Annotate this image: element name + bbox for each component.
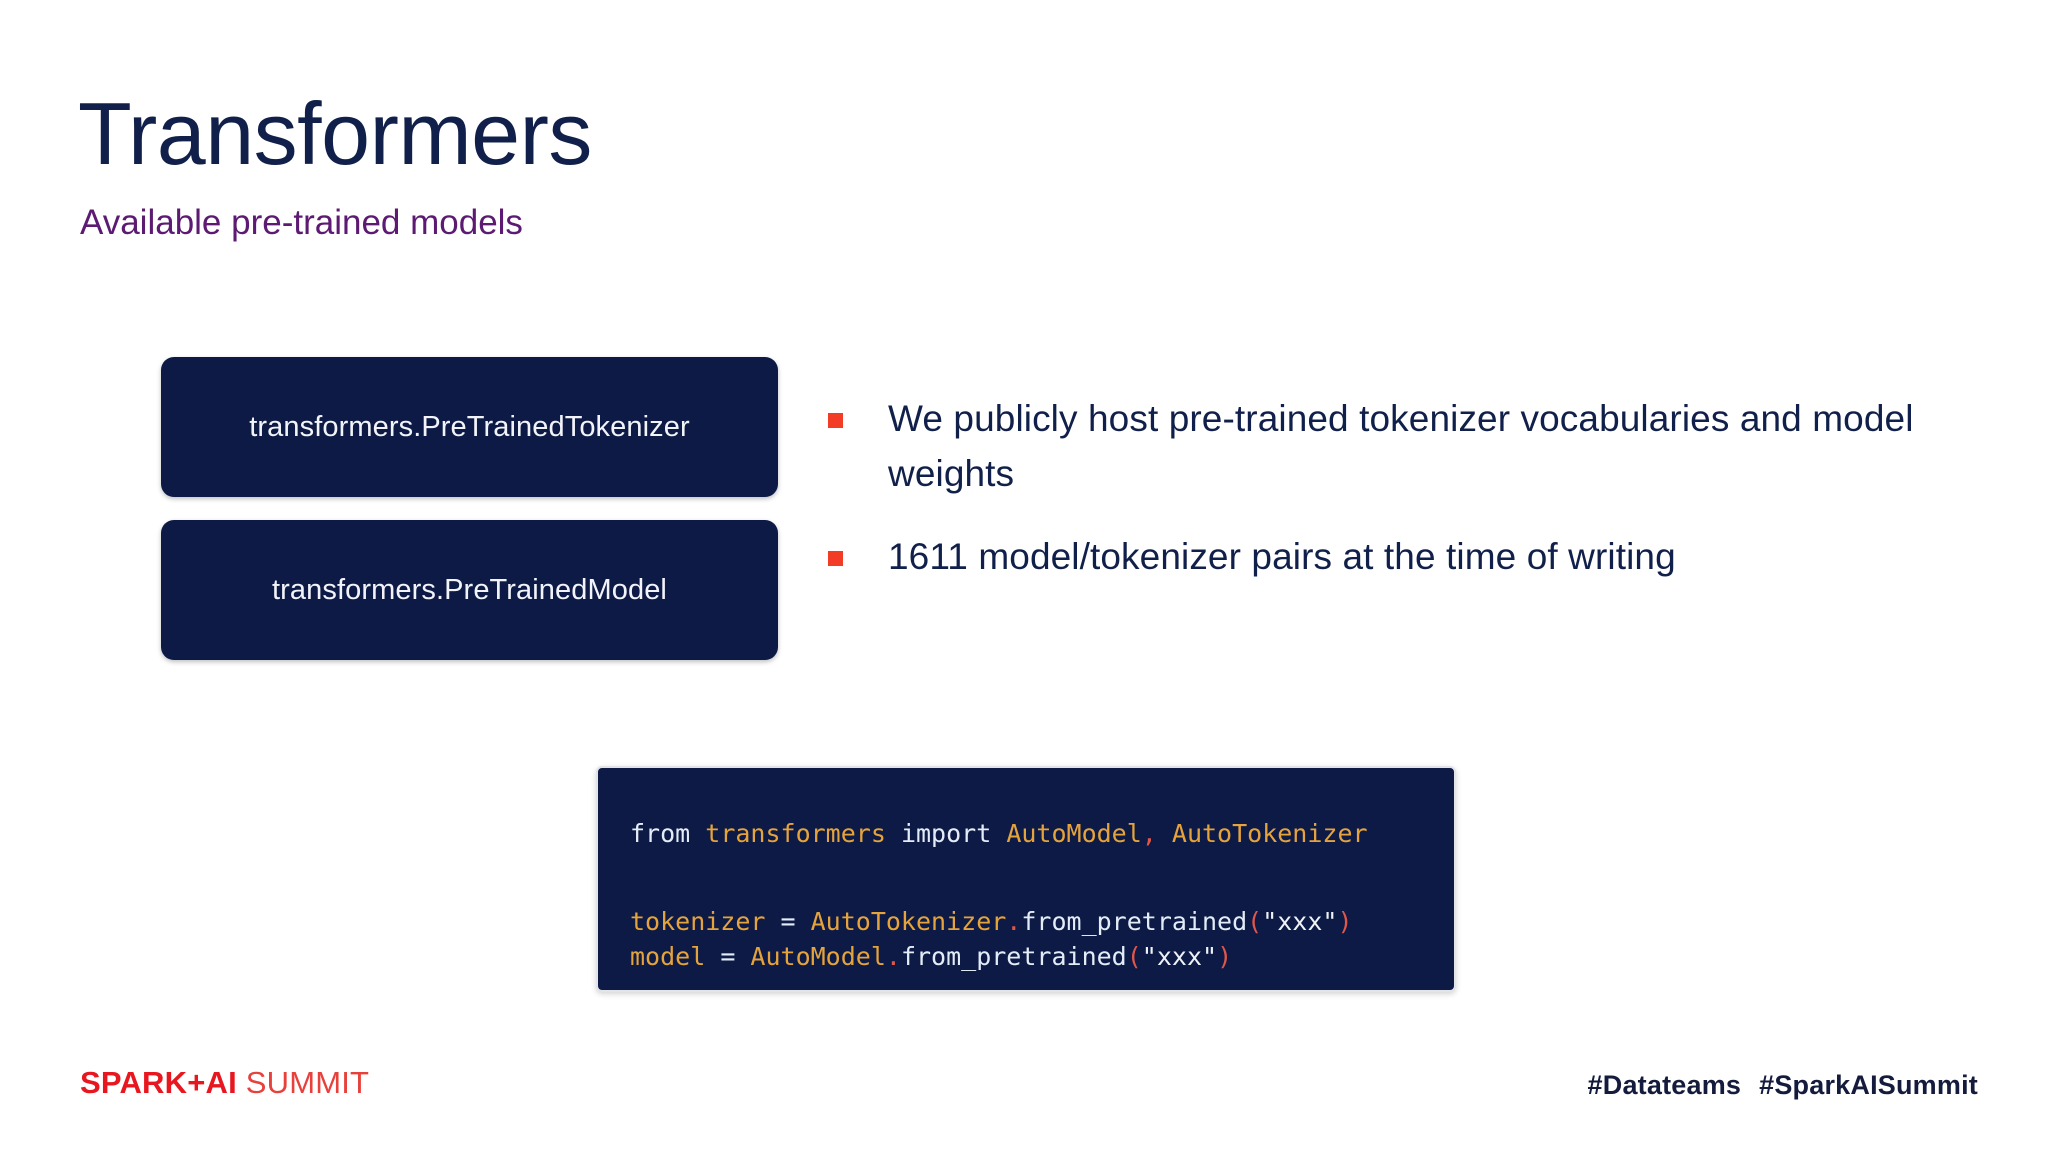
code-module-transformers: transformers	[705, 819, 886, 848]
code-punct-comma: ,	[1141, 819, 1157, 848]
bullet-list: We publicly host pre-trained tokenizer v…	[828, 392, 1938, 612]
code-keyword-import: import	[885, 819, 1007, 848]
class-box-model: transformers.PreTrainedModel	[161, 520, 778, 660]
square-bullet-icon	[828, 413, 843, 428]
square-bullet-icon	[828, 550, 843, 566]
class-box-model-label: transformers.PreTrainedModel	[272, 573, 667, 606]
code-op-assign: =	[705, 942, 751, 971]
code-class-automodel: AutoModel	[750, 942, 886, 971]
list-item: 1611 model/tokenizer pairs at the time o…	[828, 530, 1938, 585]
code-punct-close-paren: )	[1217, 942, 1233, 971]
code-string-arg: "xxx"	[1141, 942, 1218, 971]
page-subtitle: Available pre-trained models	[80, 203, 523, 242]
code-var-tokenizer: tokenizer	[630, 907, 766, 936]
bullet-text: We publicly host pre-trained tokenizer v…	[888, 398, 1914, 494]
code-name-automodel: AutoModel	[1006, 819, 1142, 848]
code-var-model: model	[630, 942, 706, 971]
spark-ai-summit-logo: SPARK+AI SUMMIT	[80, 1065, 369, 1101]
hashtag-datateams: #Datateams	[1587, 1070, 1742, 1100]
code-op-assign: =	[765, 907, 811, 936]
page-title: Transformers	[78, 84, 592, 183]
code-punct-dot: .	[1006, 907, 1022, 936]
footer-hashtags: #Datateams #SparkAISummit	[1588, 1070, 1978, 1101]
logo-bold-text: SPARK+AI	[80, 1065, 237, 1100]
list-item: We publicly host pre-trained tokenizer v…	[828, 392, 1938, 502]
bullet-text: 1611 model/tokenizer pairs at the time o…	[888, 535, 1676, 577]
code-punct-close-paren: )	[1337, 907, 1353, 936]
code-class-autotokenizer: AutoTokenizer	[810, 907, 1007, 936]
code-method-from-pretrained: from_pretrained	[900, 942, 1127, 971]
code-punct-dot: .	[885, 942, 901, 971]
code-method-from-pretrained: from_pretrained	[1021, 907, 1248, 936]
code-snippet-text: from transformers import AutoModel, Auto…	[630, 816, 1368, 974]
code-punct-open-paren: (	[1126, 942, 1142, 971]
code-punct-open-paren: (	[1247, 907, 1263, 936]
code-snippet-block: from transformers import AutoModel, Auto…	[596, 766, 1456, 992]
logo-light-text: SUMMIT	[236, 1065, 370, 1100]
code-blank-line	[630, 851, 1368, 869]
class-box-tokenizer-label: transformers.PreTrainedTokenizer	[249, 410, 690, 443]
class-box-tokenizer: transformers.PreTrainedTokenizer	[161, 357, 778, 497]
hashtag-sparkaisummit: #SparkAISummit	[1759, 1070, 1978, 1100]
code-name-autotokenizer: AutoTokenizer	[1156, 819, 1368, 848]
code-keyword-from: from	[630, 819, 706, 848]
code-string-arg: "xxx"	[1262, 907, 1338, 936]
